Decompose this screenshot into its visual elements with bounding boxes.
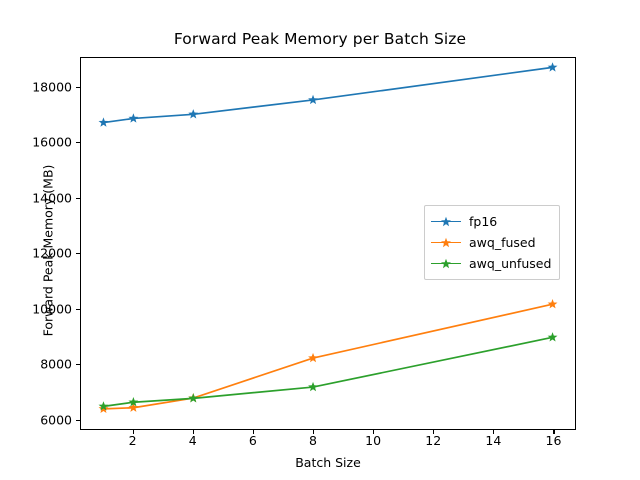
data-point-marker <box>547 299 558 309</box>
data-point-marker <box>98 401 109 411</box>
series-line <box>103 66 553 124</box>
chart-title: Forward Peak Memory per Batch Size <box>173 30 467 48</box>
x-tick-mark <box>553 430 555 434</box>
series-awq_unfused <box>98 332 558 411</box>
x-tick-mark <box>373 430 375 434</box>
series-line <box>103 303 553 410</box>
y-tick-mark <box>76 197 80 199</box>
x-tick-label: 12 <box>425 433 442 448</box>
legend-label: awq_fused <box>469 235 536 250</box>
data-point-marker <box>547 332 558 342</box>
series-line <box>103 336 553 408</box>
x-tick-label: 6 <box>248 433 257 448</box>
x-tick-label: 10 <box>365 433 382 448</box>
y-tick-mark <box>76 419 80 421</box>
y-tick-mark <box>76 253 80 255</box>
x-tick-mark <box>252 430 254 434</box>
y-tick-label: 16000 <box>32 134 72 150</box>
data-point-marker <box>308 352 318 363</box>
x-tick-label: 14 <box>485 433 502 448</box>
x-tick-mark <box>433 430 435 434</box>
legend-swatch <box>431 258 461 270</box>
star-icon <box>441 216 451 226</box>
y-tick-mark <box>76 86 80 88</box>
series-awq_fused <box>98 299 558 414</box>
x-tick-label: 2 <box>128 433 137 448</box>
y-tick-mark <box>76 308 80 310</box>
data-point-marker <box>188 393 199 403</box>
series-fp16 <box>98 62 558 127</box>
y-tick-label: 18000 <box>32 79 72 95</box>
y-tick-mark <box>76 364 80 366</box>
x-tick-label: 8 <box>308 433 317 448</box>
y-tick-label: 10000 <box>32 301 72 317</box>
legend-item-awq_fused[interactable]: awq_fused <box>431 232 551 253</box>
data-point-marker <box>308 381 318 392</box>
legend: fp16 awq_fused awq_unfused <box>424 205 561 280</box>
data-series-layer <box>98 62 558 414</box>
y-tick-label: 8000 <box>40 356 72 372</box>
x-tick-mark <box>493 430 495 434</box>
x-tick-label: 4 <box>188 433 197 448</box>
legend-label: awq_unfused <box>469 256 552 271</box>
y-tick-mark <box>76 142 80 144</box>
data-point-marker <box>128 397 139 407</box>
plot-area <box>80 57 576 430</box>
legend-swatch <box>431 216 461 228</box>
y-tick-label: 12000 <box>32 245 72 261</box>
star-icon <box>441 237 451 247</box>
x-tick-label: 16 <box>545 433 562 448</box>
x-axis-label: Batch Size <box>295 455 361 470</box>
x-tick-mark <box>192 430 194 434</box>
legend-item-fp16[interactable]: fp16 <box>431 211 551 232</box>
data-point-marker <box>128 113 139 123</box>
data-point-marker <box>547 62 558 72</box>
legend-swatch <box>431 237 461 249</box>
y-tick-label: 14000 <box>32 190 72 206</box>
y-tick-label: 6000 <box>40 412 72 428</box>
x-tick-mark <box>132 430 134 434</box>
data-point-marker <box>188 109 199 119</box>
data-point-marker <box>98 117 109 127</box>
legend-item-awq_unfused[interactable]: awq_unfused <box>431 253 551 274</box>
legend-label: fp16 <box>469 214 498 229</box>
star-icon <box>441 258 451 268</box>
data-point-marker <box>128 402 139 412</box>
data-point-marker <box>308 94 318 105</box>
x-tick-mark <box>312 430 315 434</box>
